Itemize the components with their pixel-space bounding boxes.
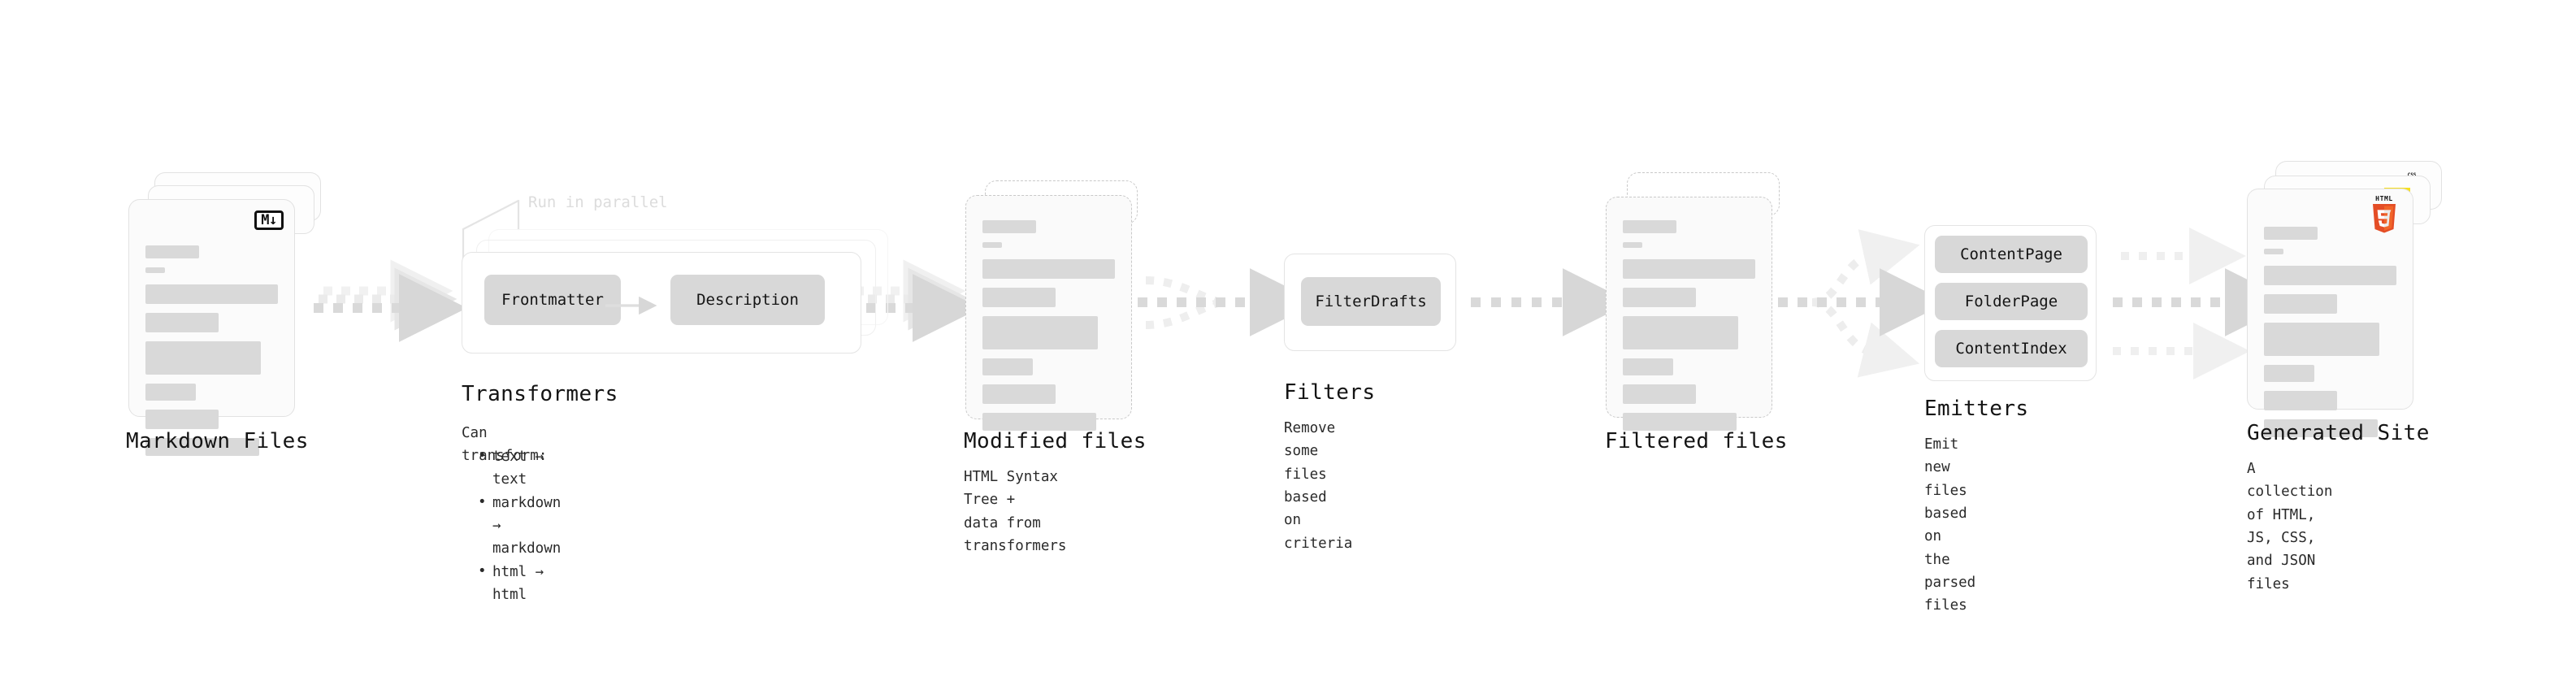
subcaption-transformers: Can transform:: [462, 425, 548, 465]
emitters-box: ContentPage FolderPage ContentIndex: [1924, 225, 2097, 381]
emitter-pill-contentpage[interactable]: ContentPage: [1935, 236, 2088, 273]
emitter-pill-folderpage-label: FolderPage: [1964, 293, 2058, 310]
caption-transformers: Transformers: [462, 382, 618, 406]
html5-icon: HTML: [2367, 196, 2401, 235]
subcaption-filters: Remove some files based on criteria: [1284, 420, 1353, 552]
caption-filters: Filters: [1284, 380, 1376, 405]
list-item: • markdown → markdown: [478, 493, 562, 557]
generated-file-front: HTML: [2247, 189, 2413, 437]
markdown-file-front: M↓: [128, 199, 295, 456]
modified-file-front: [965, 195, 1132, 431]
subcaption-generated-site: A collection of HTML, JS, CSS, and JSON …: [2247, 461, 2333, 592]
markdown-file-bars: [145, 245, 278, 465]
caption-emitters: Emitters: [1924, 397, 2029, 421]
transformer-pill-frontmatter-label: Frontmatter: [501, 291, 604, 309]
filter-pill-filterdrafts-label: FilterDrafts: [1315, 293, 1427, 310]
run-in-parallel-label: Run in parallel: [528, 193, 668, 211]
emitter-pill-contentpage-label: ContentPage: [1960, 245, 2062, 263]
list-item: • html → html: [478, 562, 544, 604]
emitter-pill-contentindex[interactable]: ContentIndex: [1935, 330, 2088, 367]
subcaption-modified-files: HTML Syntax Tree + data from transformer…: [964, 469, 1067, 555]
arrow-md-to-transformers: [314, 259, 467, 342]
generated-file-bars: [2264, 227, 2396, 446]
transformer-pill-frontmatter[interactable]: Frontmatter: [484, 275, 621, 325]
caption-generated-site: Generated Site: [2247, 421, 2430, 445]
filtered-file-bars: [1623, 220, 1755, 440]
filtered-file-front: [1606, 197, 1772, 431]
caption-modified-files: Modified files: [964, 429, 1147, 453]
caption-markdown-files: Markdown Files: [126, 429, 309, 453]
arrow-modified-to-filters: [1138, 268, 1318, 336]
emitter-pill-folderpage[interactable]: FolderPage: [1935, 283, 2088, 320]
modified-file-bars: [982, 220, 1115, 440]
markdown-icon: M↓: [254, 210, 284, 230]
arrow-emitters-to-site: [2113, 228, 2293, 380]
arrow-filtered-to-emitters: [1778, 229, 1948, 378]
subcaption-emitters: Emit new files based on the parsed files: [1924, 436, 1976, 614]
caption-filtered-files: Filtered files: [1605, 429, 1788, 453]
transformer-pill-description-label: Description: [696, 291, 799, 309]
filter-pill-filterdrafts[interactable]: FilterDrafts: [1301, 277, 1441, 326]
transformer-pill-description[interactable]: Description: [670, 275, 825, 325]
transformer-box-front: Frontmatter Description: [462, 252, 861, 354]
emitter-pill-contentindex-label: ContentIndex: [1955, 340, 2067, 358]
transformers-bullet-list: • text → text • markdown → markdown • ht…: [478, 445, 561, 606]
filters-box: FilterDrafts: [1284, 254, 1456, 351]
list-item: • text → text: [478, 448, 544, 488]
